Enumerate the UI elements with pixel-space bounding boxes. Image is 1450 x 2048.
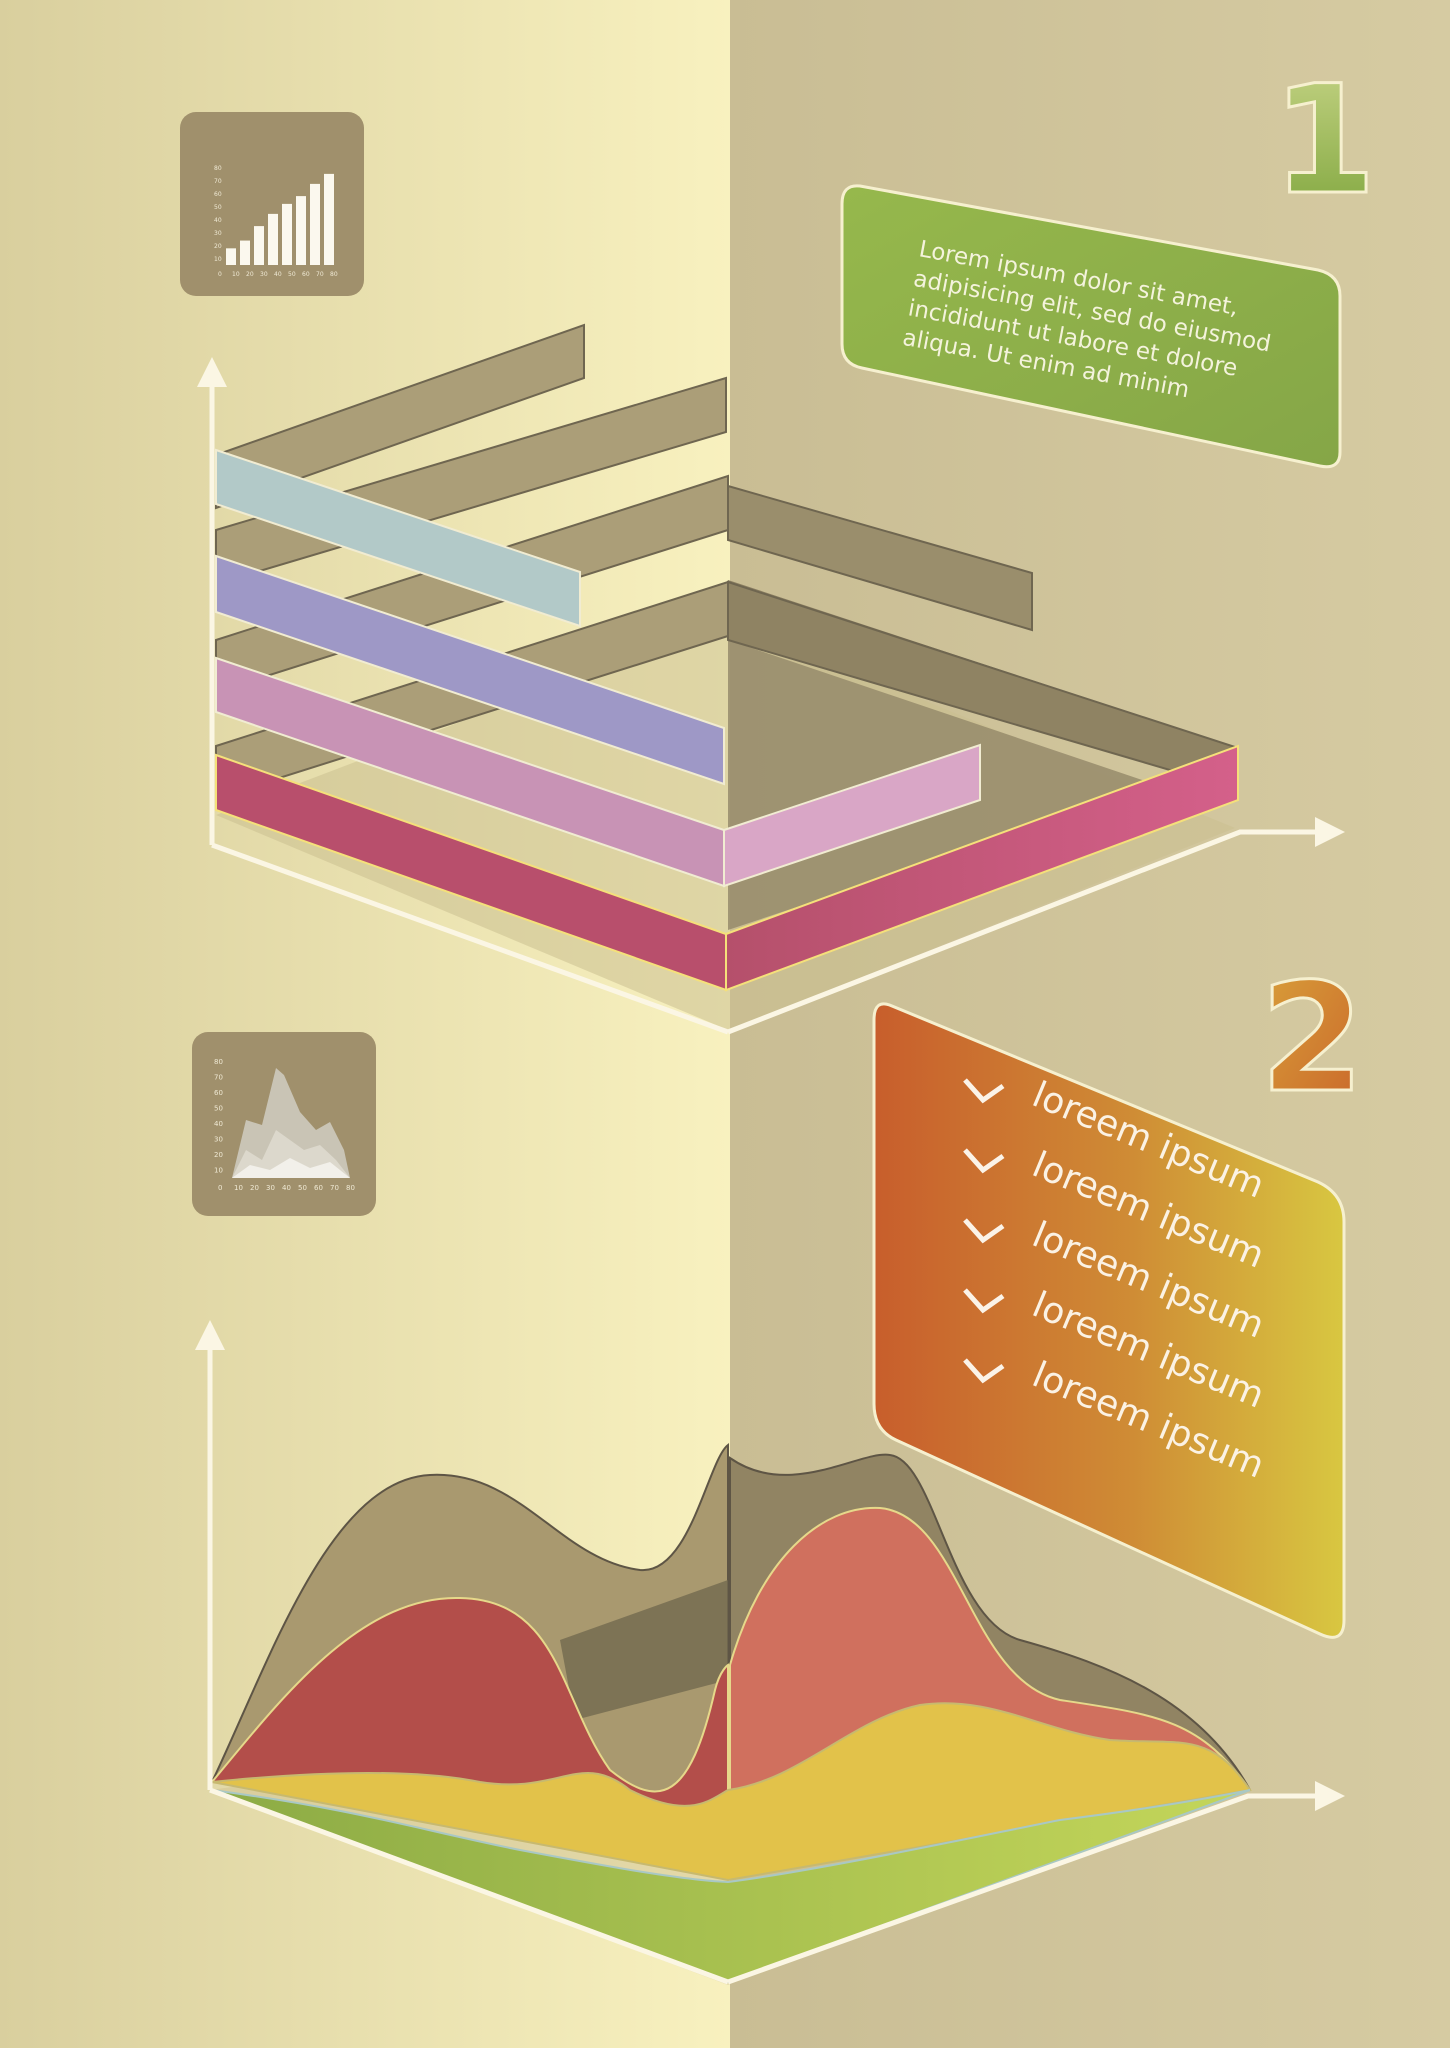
icon-bar-y-tick: 80 [214, 165, 222, 172]
icon-bar-x-tick: 50 [288, 271, 296, 278]
icon-bar-x-tick: 30 [260, 271, 268, 278]
icon-area-x-tick: 20 [250, 1184, 259, 1192]
icon-area-x-ticks: 0 10 20 30 40 50 60 70 80 [218, 1184, 355, 1192]
icon-area-x-tick: 60 [314, 1184, 323, 1192]
bar-chart-icon: 80 70 60 50 40 30 20 10 0 10 20 30 40 50 60 70 80 [180, 112, 364, 296]
icon-bar-x-tick: 10 [232, 271, 240, 278]
section-number-2: 2 [1260, 952, 1364, 1126]
area-chart-icon: 80 70 60 50 40 30 20 10 0 10 20 30 40 50 60 70 80 [192, 1032, 376, 1216]
icon-bar [240, 240, 250, 265]
floor-shadow [216, 620, 1235, 1030]
checkmark-icon [963, 1358, 1005, 1384]
icon-bar [254, 226, 264, 265]
icon-bar-x-tick: 40 [274, 271, 282, 278]
icon-area-y-ticks: 80 70 60 50 40 30 20 10 [214, 1058, 223, 1175]
green-caption-card: Lorem ipsum dolor sit amet, adipisicing … [840, 184, 1342, 469]
icon-bar-x-tick: 80 [330, 271, 338, 278]
icon-area-y-tick: 20 [214, 1151, 223, 1159]
icon-area-x-tick: 0 [218, 1184, 222, 1192]
icon-bar-y-tick: 20 [214, 243, 222, 250]
section-number-1: 1 [1272, 54, 1376, 228]
icon-area-y-tick: 80 [214, 1058, 223, 1066]
icon-area-y-tick: 30 [214, 1136, 223, 1144]
bar-red-right [725, 744, 1239, 992]
icon-area-y-tick: 60 [214, 1089, 223, 1097]
isometric-area-chart [195, 1320, 1345, 1985]
icon-area-x-tick: 70 [330, 1184, 339, 1192]
icon-area-y-tick: 50 [214, 1105, 223, 1113]
icon-bar-y-ticks: 80 70 60 50 40 30 20 10 [214, 165, 222, 263]
icon-bar-y-tick: 30 [214, 230, 222, 237]
icon-bar-x-tick: 0 [218, 271, 222, 278]
checkmark-icon [963, 1218, 1005, 1244]
icon-area-x-tick: 50 [298, 1184, 307, 1192]
icon-bar [226, 248, 236, 265]
icon-bar-y-tick: 60 [214, 191, 222, 198]
icon-bar [324, 173, 334, 265]
bar-pink-right [723, 743, 981, 888]
icon-area-x-tick: 10 [234, 1184, 243, 1192]
icon-bar-x-tick: 60 [302, 271, 310, 278]
x-axis-1 [727, 817, 1345, 1035]
icon-bar [268, 213, 278, 265]
icon-area-x-tick: 40 [282, 1184, 291, 1192]
icon-bar-x-ticks: 0 10 20 30 40 50 60 70 80 [218, 271, 338, 278]
yellow-layer [211, 1702, 1252, 1882]
back-plane [560, 1580, 728, 1720]
isometric-bar-chart [197, 323, 1345, 1035]
checkmark-icon [963, 1078, 1005, 1104]
icon-area-x-tick: 80 [346, 1184, 355, 1192]
icon-bar-y-tick: 70 [214, 178, 222, 185]
icon-area-y-tick: 70 [214, 1074, 223, 1082]
bar-lavender [215, 554, 725, 786]
icon-bar-x-tick: 20 [246, 271, 254, 278]
icon-bar-y-tick: 50 [214, 204, 222, 211]
back-bar-right-1 [727, 484, 1033, 632]
icon-bar [282, 203, 292, 265]
checkmark-icon [963, 1148, 1005, 1174]
icon-bar-group [226, 173, 334, 265]
icon-area-front [232, 1158, 350, 1178]
icon-area-x-tick: 30 [266, 1184, 275, 1192]
icon-bar-x-tick: 70 [316, 271, 324, 278]
icon-area-y-tick: 10 [214, 1167, 223, 1175]
icon-bar-y-tick: 10 [214, 256, 222, 263]
icon-bar [310, 183, 320, 265]
z-axis-1 [211, 842, 729, 1035]
bar-light-blue [215, 448, 581, 628]
icon-bar [296, 196, 306, 265]
icon-bar-y-tick: 40 [214, 217, 222, 224]
green-ground [211, 1789, 1251, 1984]
x-axis-2 [727, 1781, 1345, 1985]
icon-area-y-tick: 40 [214, 1120, 223, 1128]
z-axis-2 [209, 1787, 729, 1985]
red-layer-left [209, 1596, 729, 1822]
checkmark-icon [963, 1288, 1005, 1314]
